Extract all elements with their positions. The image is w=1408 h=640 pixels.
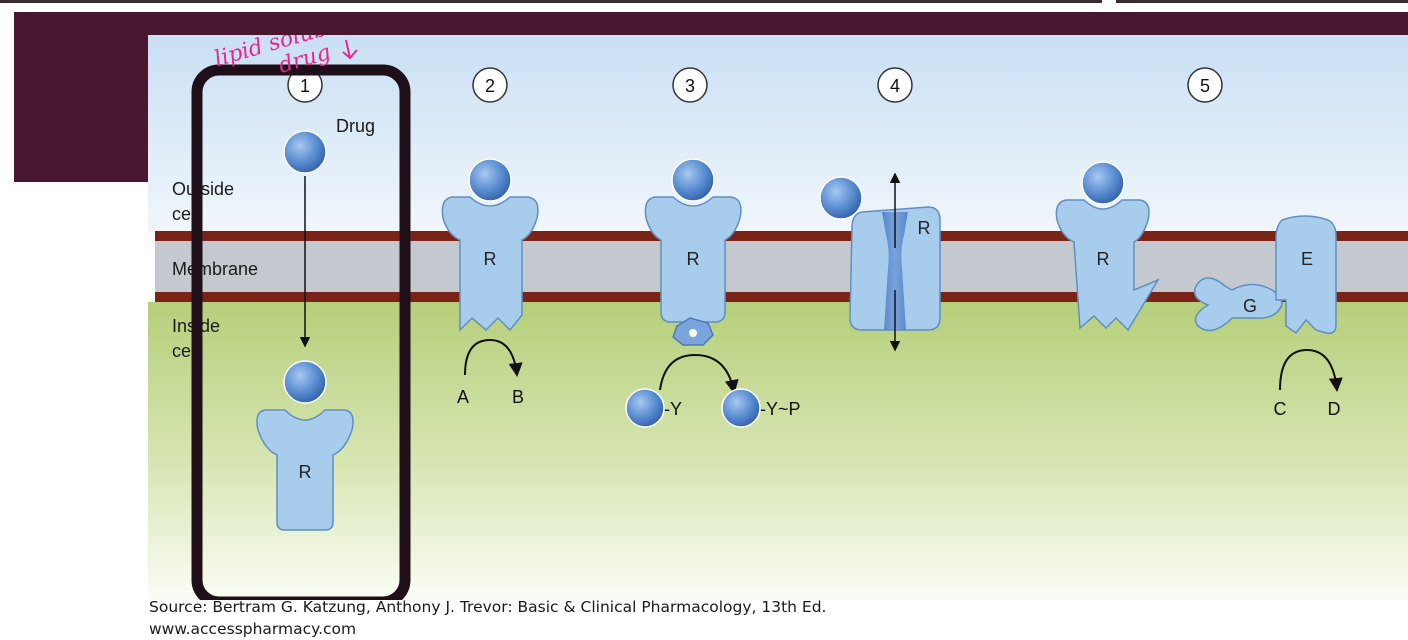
drug-molecule <box>1081 161 1125 205</box>
drug-molecule <box>819 176 863 220</box>
source-url: www.accesspharmacy.com <box>149 620 357 638</box>
mechanism-1-number: 1 <box>300 76 310 96</box>
phosphorylation-arrow <box>659 353 739 394</box>
membrane-bottom-layer <box>155 292 1408 302</box>
enzyme-receptor <box>441 196 539 332</box>
handwritten-arrow <box>342 39 358 60</box>
product-d-label: D <box>1328 399 1341 419</box>
drug-label: Drug <box>336 116 375 136</box>
source-citation: Source: Bertram G. Katzung, Anthony J. T… <box>149 598 827 616</box>
receptor-label: R <box>918 218 931 238</box>
drug-molecule <box>283 130 327 174</box>
mechanism-5-marker <box>1187 67 1223 103</box>
drug-molecule-bound <box>283 360 327 404</box>
g-protein <box>1193 277 1283 332</box>
membrane-label: Membrane <box>172 259 258 279</box>
slide-title-band <box>14 12 1408 35</box>
drug-molecule <box>468 158 512 202</box>
effector-enzyme <box>1275 215 1337 335</box>
top-divider <box>1116 0 1408 3</box>
phosphorylated-protein <box>721 388 761 428</box>
top-divider <box>538 0 1102 3</box>
highlight-box <box>191 64 411 600</box>
receptor-label: R <box>299 462 312 482</box>
mechanism-4-marker <box>877 67 913 103</box>
product-b-label: B <box>512 387 524 407</box>
mechanism-3-number: 3 <box>685 76 695 96</box>
outside-label: Outside <box>172 179 234 199</box>
substrate-c-label: C <box>1274 399 1287 419</box>
ion-channel-pore <box>882 212 908 330</box>
mechanism-5-number: 5 <box>1200 76 1210 96</box>
enzyme-label: E <box>1301 249 1313 269</box>
substrate-a-label: A <box>457 387 469 407</box>
reaction-arrow <box>464 338 523 377</box>
mechanism-4-number: 4 <box>890 76 900 96</box>
kinase-active-site <box>689 329 697 337</box>
substrate-yp-label: -Y~P <box>760 399 801 419</box>
kinase-receptor <box>644 196 742 323</box>
intracellular-receptor <box>256 409 354 531</box>
mechanism-3-marker <box>672 67 708 103</box>
substrate-y-label: -Y <box>664 399 682 419</box>
receptor-label: R <box>484 249 497 269</box>
g-protein-label: G <box>1243 296 1257 316</box>
receptor-label: R <box>1097 249 1110 269</box>
reaction-arrow <box>1279 348 1343 392</box>
membrane-top-layer <box>155 231 1408 241</box>
substrate-protein <box>625 388 665 428</box>
mechanism-2-marker <box>472 67 508 103</box>
slide-corner-block <box>14 12 148 182</box>
top-divider <box>0 0 552 3</box>
mechanism-2-number: 2 <box>485 76 495 96</box>
inside-cell-region <box>148 302 1408 600</box>
g-protein-coupled-receptor <box>1055 199 1160 332</box>
drug-molecule <box>671 158 715 202</box>
receptor-label: R <box>687 249 700 269</box>
drug-receptor-mechanism-diagram: Outside cell Membrane Inside cell 1 2 3 … <box>148 35 1408 600</box>
